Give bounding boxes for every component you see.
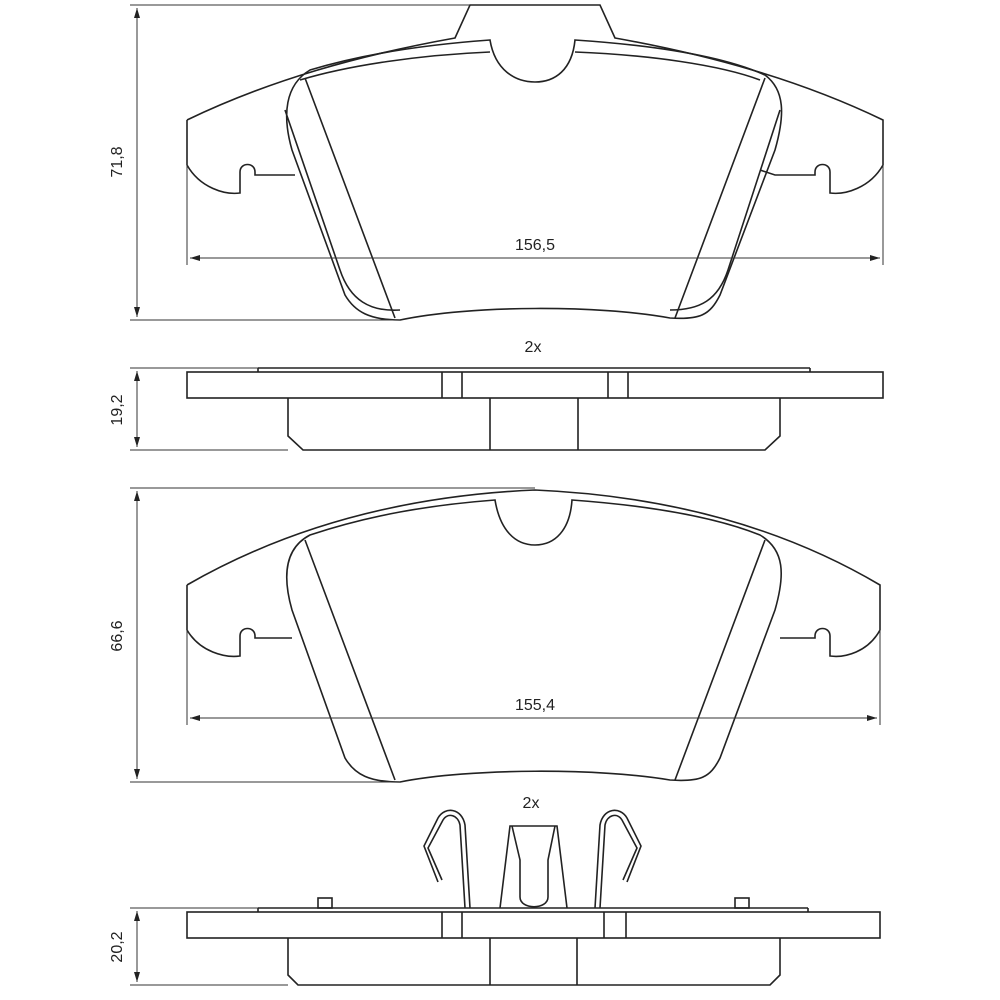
pad2-side-view: 20,2: [109, 809, 881, 986]
pad1-thickness-label: 19,2: [109, 394, 126, 425]
pad1-height-label: 71,8: [109, 146, 126, 177]
center-clip: [499, 825, 568, 909]
right-spring-clip: [594, 809, 642, 909]
left-spring-clip: [423, 809, 471, 909]
pad1-chamfer-lines: [284, 51, 781, 311]
pad1-backing-plate: [186, 4, 884, 195]
pad1-dimensions: 71,8 156,5 2x: [109, 4, 884, 356]
pad1-front-view: [186, 4, 884, 321]
pad2-friction-material: [285, 499, 783, 783]
pad2-thickness-label: 20,2: [109, 931, 126, 962]
pad2-dimensions: 66,6 155,4 2x: [109, 487, 881, 812]
pad2-quantity-label: 2x: [523, 795, 540, 812]
pad1-slot-lines: [304, 77, 766, 319]
pad2-backing-plate: [186, 489, 881, 658]
pad1-side-view: 19,2: [109, 367, 884, 451]
pad2-front-view: [186, 489, 881, 783]
pad2-height-label: 66,6: [109, 620, 126, 651]
pad1-quantity-label: 2x: [525, 339, 542, 356]
pad1-width-label: 156,5: [515, 237, 555, 254]
pad2-slot-lines: [304, 539, 766, 781]
pad1-friction-material: [285, 39, 783, 321]
pad2-width-label: 155,4: [515, 697, 555, 714]
